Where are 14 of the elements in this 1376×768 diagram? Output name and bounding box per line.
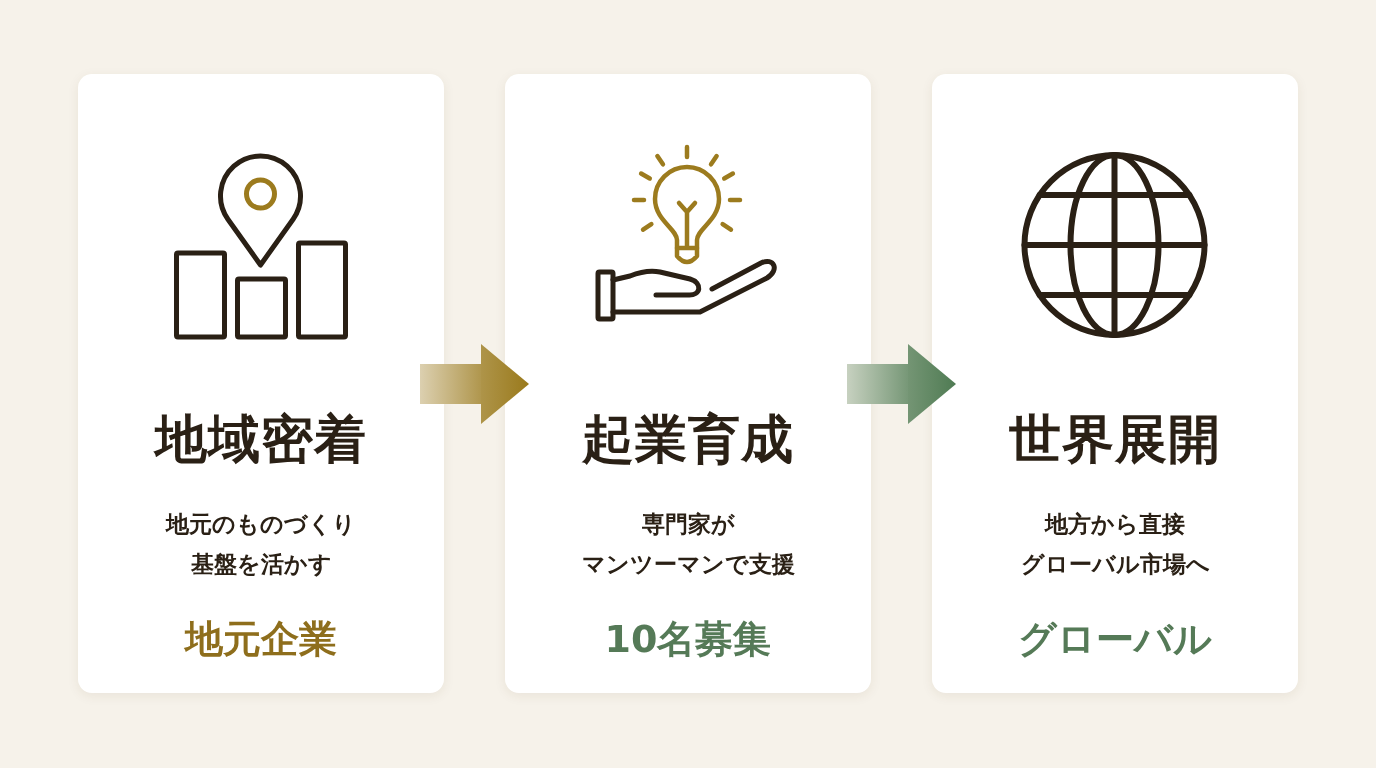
arrow	[847, 344, 956, 424]
arrow	[420, 344, 529, 424]
step-highlight: グローバル	[1018, 616, 1212, 663]
step-card	[505, 74, 871, 693]
step-description: 専門家がマンツーマンで支援	[581, 510, 795, 579]
step-card	[78, 74, 444, 693]
step-title: 世界展開	[1009, 408, 1221, 470]
step-title: 起業育成	[582, 408, 794, 470]
step-description: 地元のものづくり基盤を活かす	[166, 510, 356, 579]
step-highlight: 地元企業	[185, 616, 337, 663]
step-card	[932, 74, 1298, 693]
step-title: 地域密着	[155, 408, 367, 470]
step-description: 地方から直接グローバル市場へ	[1020, 510, 1210, 579]
step-highlight: 10名募集	[604, 616, 772, 663]
